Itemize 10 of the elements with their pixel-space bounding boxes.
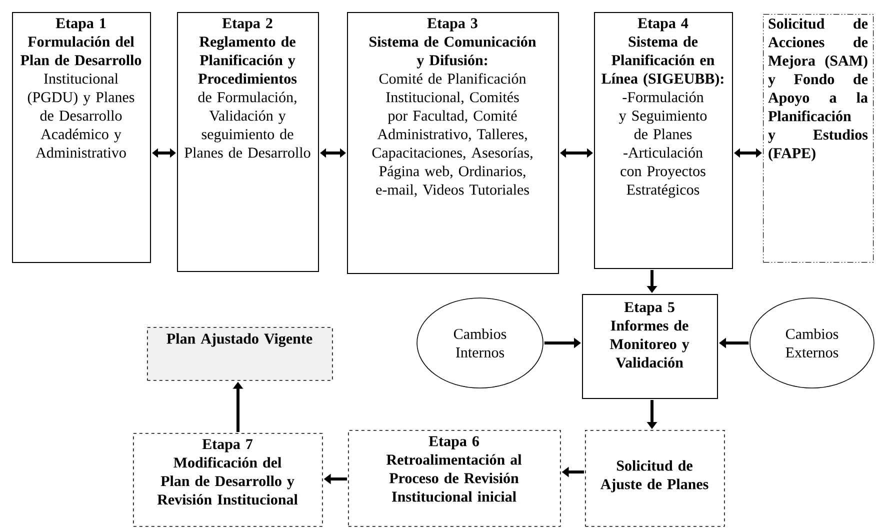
- dashed-box: Plan Ajustado Vigente: [147, 327, 333, 381]
- process-box: Etapa 2 Reglamento de Planificación y Procedimientos de Formulación, Validación y seguimiento de Planes de Desarrollo: [177, 12, 319, 272]
- process-box: Etapa 4 Sistema de Planificación en Línea (SIGEUBB): -Formulación y Seguimiento de Planes -Articulación con Proyectos Estratégicos: [594, 12, 733, 269]
- process-box: Etapa 3 Sistema de Comunicación y Difusión: Comité de Planificación Institucional, Comités por Facultad, Comité Administrativo, Talleres, Capacitaciones, Asesorías, Página web, Ordinarios, e-mail, Videos Tutoriales: [347, 12, 559, 274]
- dashed-box: Solicitud de Ajuste de Planes: [585, 430, 725, 527]
- process-box: Etapa 5 Informes de Monitoreo y Validación: [582, 294, 718, 399]
- process-box: Etapa 1 Formulación del Plan de Desarrollo Institucional (PGDU) y Planes de Desarrollo Académico y Administrativo: [12, 12, 151, 263]
- dashed-box: Etapa 7 Modificación del Plan de Desarrollo y Revisión Institucional: [133, 433, 323, 527]
- dashed-box: Solicitud de Acciones de Mejora (SAM) y Fondo de Apoyo a la Planificación y Estudios (FAPE): [763, 14, 874, 263]
- dashed-box: Etapa 6 Retroalimentación al Proceso de Revisión Institucional inicial: [348, 430, 561, 527]
